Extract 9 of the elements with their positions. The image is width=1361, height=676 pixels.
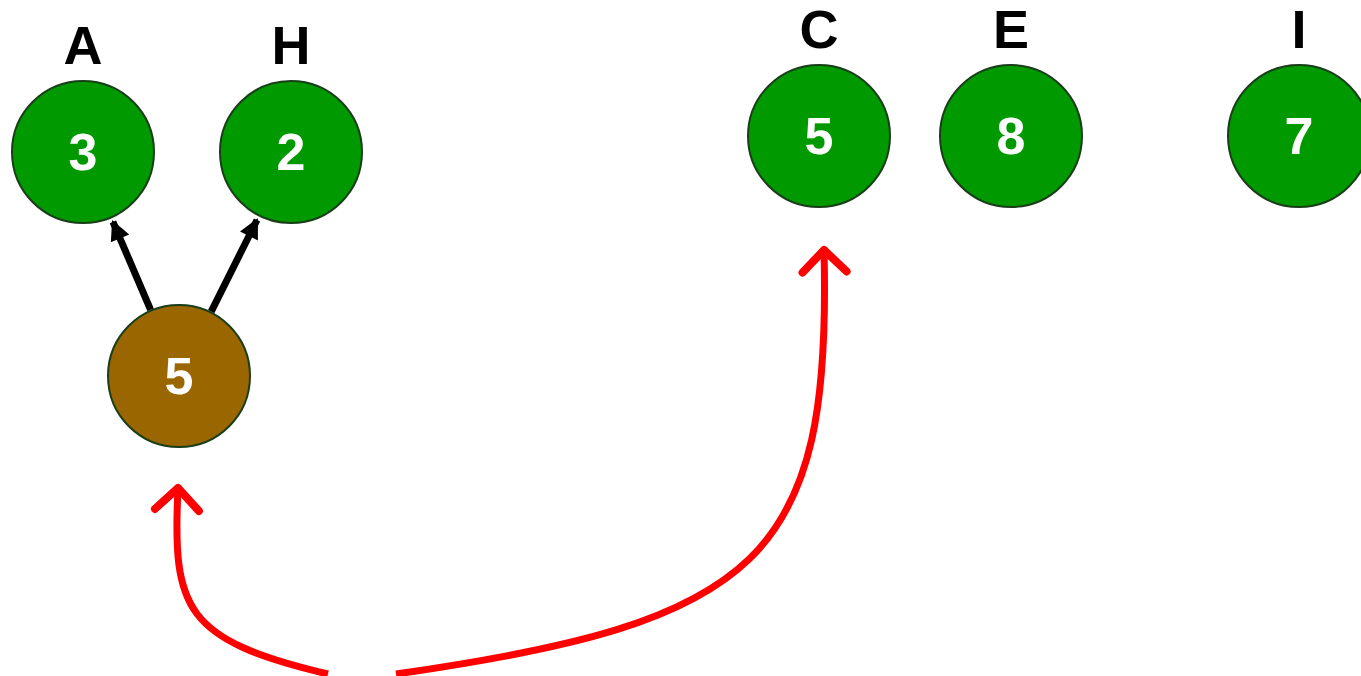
arrow — [151, 484, 329, 676]
node-heading: A — [63, 18, 103, 72]
node-heading: H — [271, 18, 311, 72]
node-heading: C — [799, 2, 839, 56]
arrow — [109, 220, 154, 312]
arrow — [208, 218, 261, 314]
arrow — [395, 246, 851, 676]
node-heading: E — [993, 2, 1029, 56]
node-heading: I — [1291, 2, 1307, 56]
